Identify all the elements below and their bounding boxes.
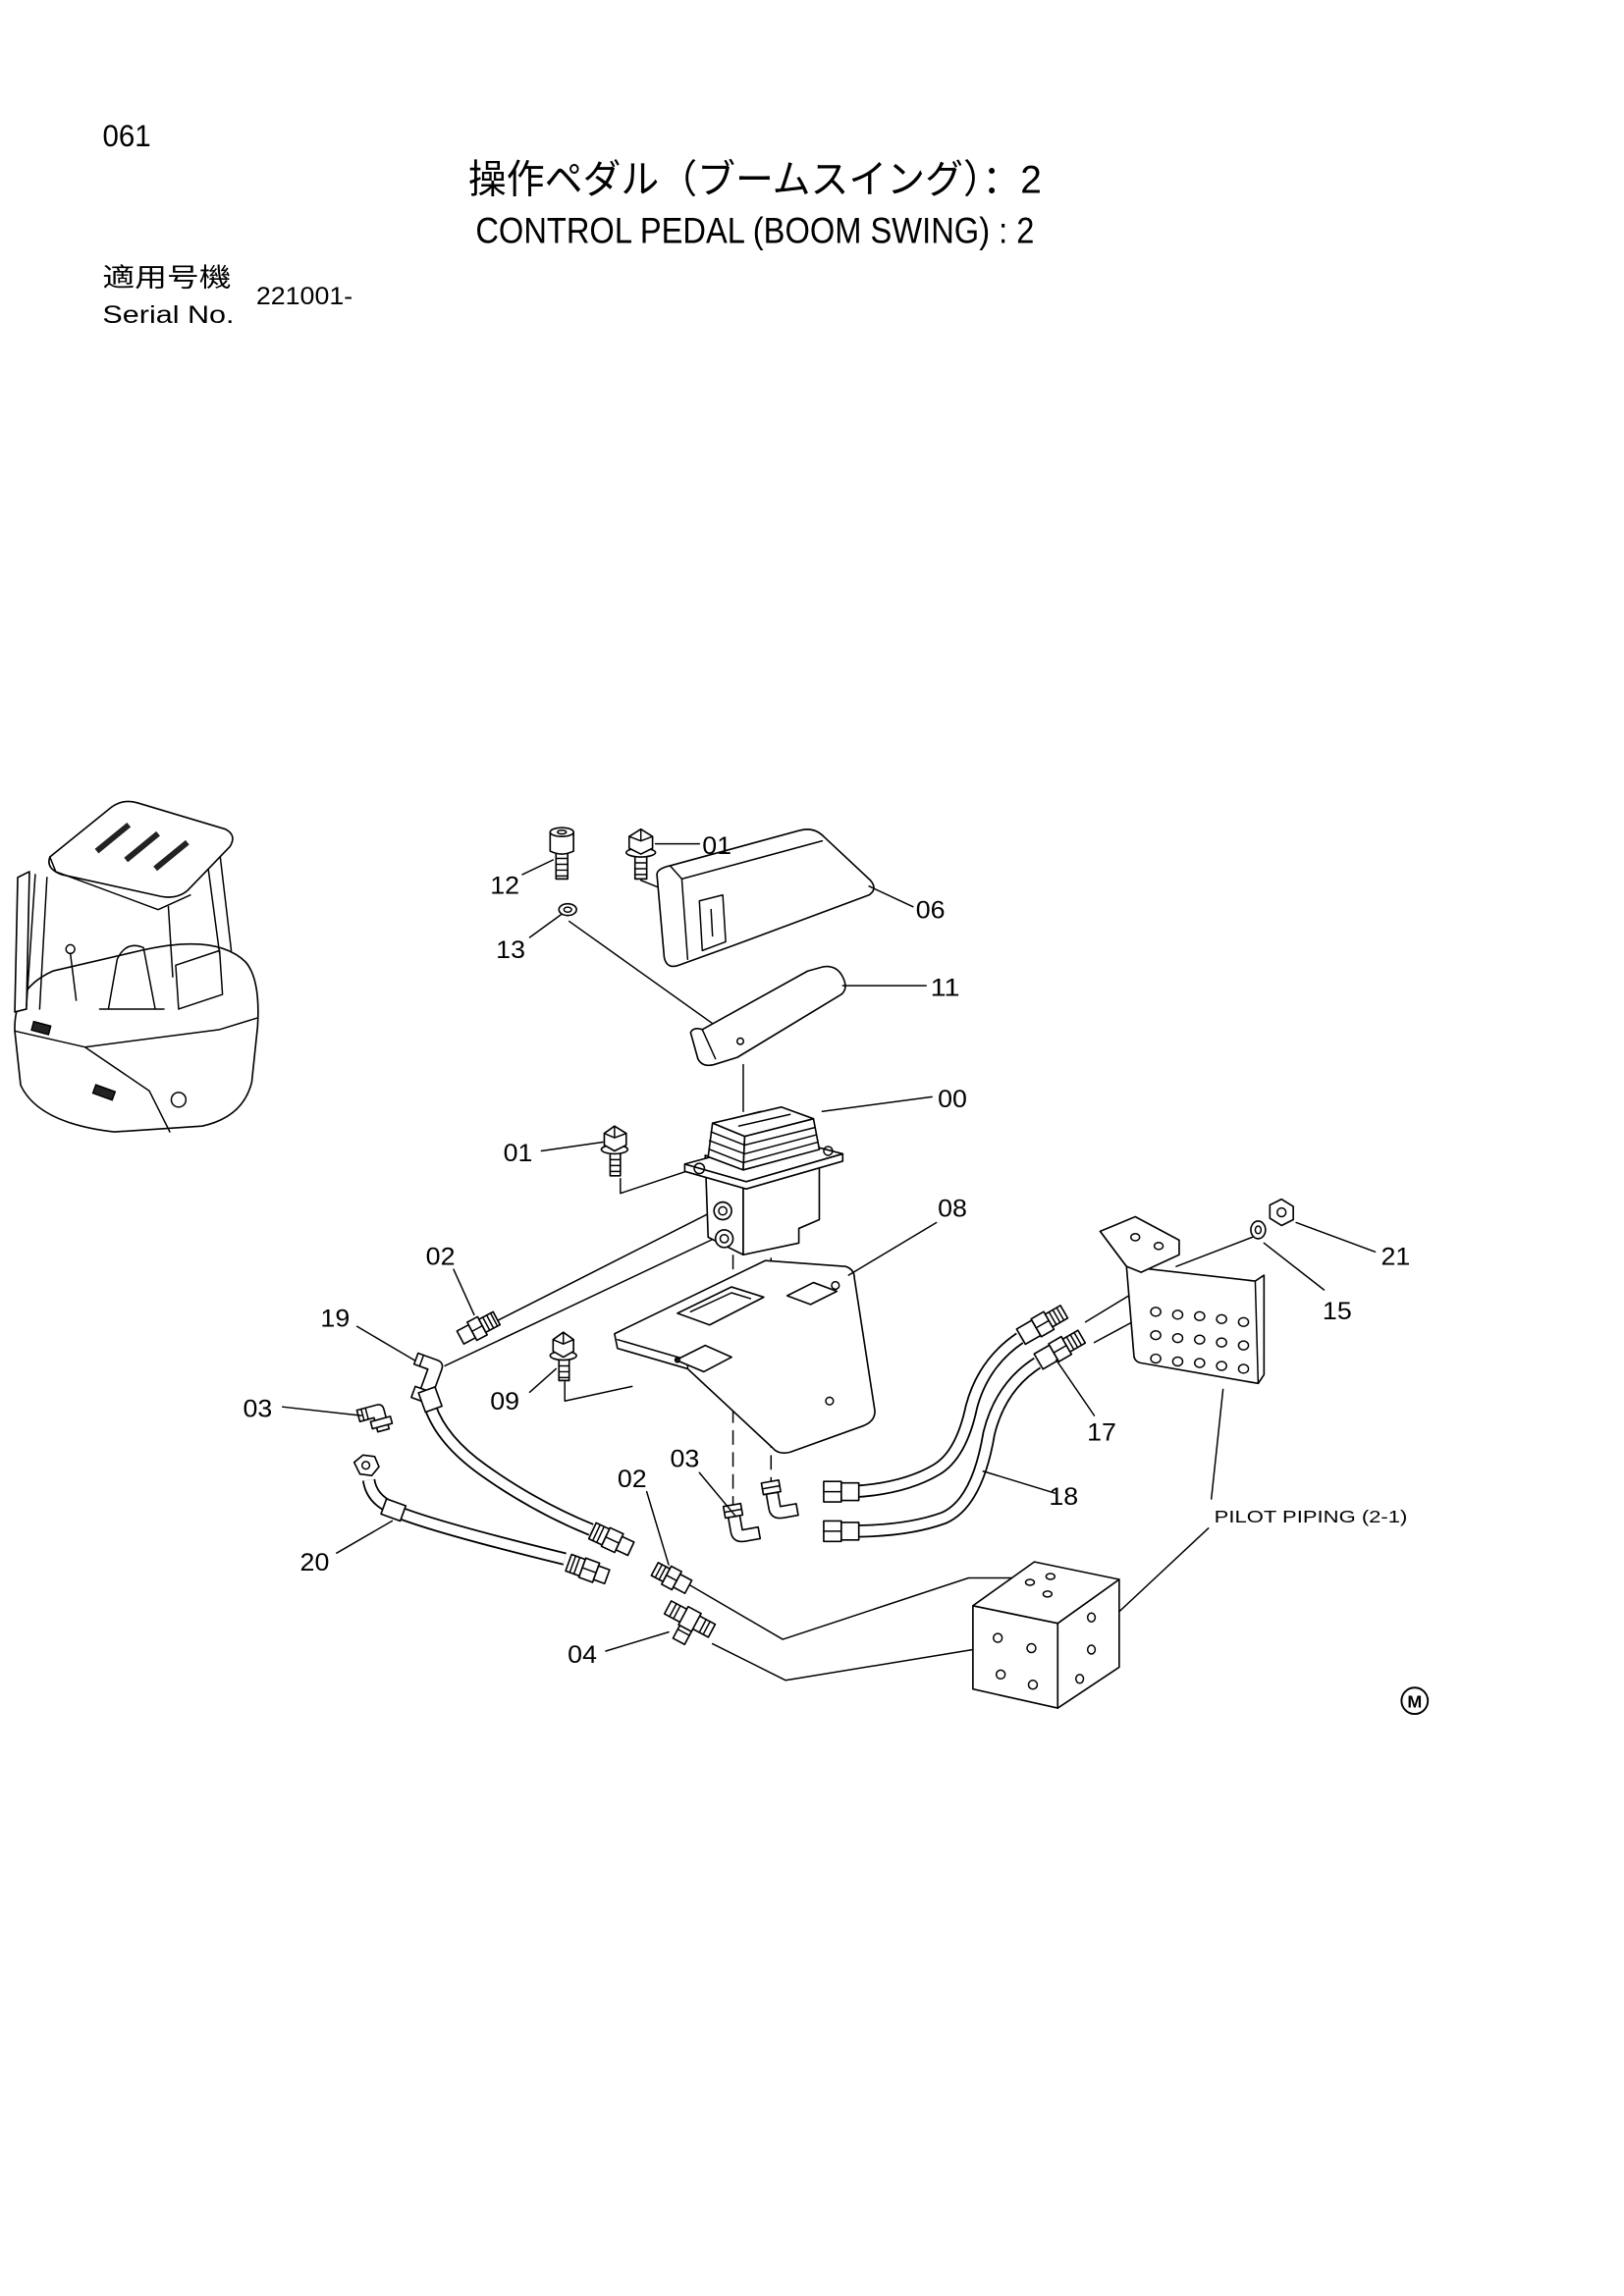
part-00-pedal-valve bbox=[683, 1105, 844, 1256]
part-03-elbow-center-2 bbox=[760, 1478, 799, 1520]
part-19-hose bbox=[410, 1352, 635, 1557]
title-english: CONTROL PEDAL (BOOM SWING) : 2 bbox=[475, 209, 1034, 250]
callout-15: 15 bbox=[1323, 1298, 1352, 1325]
part-01-flange-bolt-upper bbox=[624, 828, 657, 881]
leader-line bbox=[521, 859, 555, 876]
callout-19: 19 bbox=[320, 1305, 350, 1332]
bracket-holes bbox=[1150, 1307, 1250, 1374]
callout-17: 17 bbox=[1087, 1418, 1116, 1446]
part-20-hose bbox=[352, 1454, 611, 1585]
part-02-adapter-lower bbox=[650, 1562, 693, 1594]
leader-line bbox=[868, 885, 914, 908]
leader-line bbox=[605, 1630, 670, 1652]
leader-line bbox=[336, 1520, 394, 1554]
leader-line bbox=[1118, 1527, 1210, 1613]
callout-11: 11 bbox=[931, 975, 960, 1002]
leader-line bbox=[847, 1221, 938, 1276]
callout-08: 08 bbox=[938, 1196, 967, 1223]
callout-01-lower: 01 bbox=[504, 1140, 533, 1167]
part-17-hose bbox=[823, 1305, 1069, 1503]
page-number: 061 bbox=[102, 119, 150, 153]
callout-04: 04 bbox=[568, 1641, 597, 1669]
callout-02-upper: 02 bbox=[426, 1244, 456, 1271]
leader-line bbox=[1056, 1359, 1096, 1416]
part-09-flange-bolt bbox=[549, 1331, 577, 1382]
serial-number-value: 221001- bbox=[256, 283, 352, 310]
callout-01-upper: 01 bbox=[702, 832, 731, 860]
serial-label-english: Serial No. bbox=[102, 301, 234, 329]
part-06-cover bbox=[656, 828, 875, 968]
callout-18: 18 bbox=[1049, 1483, 1078, 1511]
leader-lines bbox=[281, 842, 1377, 1652]
part-12-socket-bolt bbox=[549, 827, 574, 881]
part-02-adapter-upper bbox=[456, 1310, 502, 1345]
circled-m-mark: M bbox=[1400, 1686, 1430, 1716]
part-18-hose bbox=[823, 1329, 1087, 1543]
callout-labels: 12 01 06 13 11 00 01 08 02 19 21 15 09 0… bbox=[243, 832, 1410, 1669]
excavator-thumbnail-icon bbox=[14, 800, 259, 1133]
callout-03-center: 03 bbox=[670, 1445, 699, 1472]
leader-line bbox=[698, 1471, 737, 1518]
callout-00: 00 bbox=[938, 1086, 967, 1113]
callout-13: 13 bbox=[496, 936, 525, 964]
leader-line bbox=[821, 1095, 933, 1112]
page-header: 061 操作ペダル（ブームスイング）：2 CONTROL PEDAL (BOOM… bbox=[102, 119, 1041, 329]
projection-lines bbox=[444, 880, 1254, 1682]
callout-06: 06 bbox=[916, 897, 946, 925]
leader-line bbox=[645, 1490, 670, 1566]
leader-line bbox=[982, 1470, 1056, 1494]
leader-line bbox=[528, 913, 563, 938]
callout-02-center: 02 bbox=[618, 1466, 647, 1493]
part-03-elbow-center bbox=[722, 1502, 762, 1543]
callout-09: 09 bbox=[490, 1388, 519, 1415]
title-japanese: 操作ペダル（ブームスイング）：2 bbox=[468, 158, 1042, 202]
callout-20: 20 bbox=[300, 1549, 330, 1576]
callout-03-left: 03 bbox=[243, 1396, 272, 1423]
part-21-nut bbox=[1269, 1198, 1294, 1227]
leader-line bbox=[1295, 1221, 1377, 1254]
serial-label-japanese: 適用号機 bbox=[102, 263, 231, 293]
pilot-piping-annotation: PILOT PIPING (2-1) bbox=[1215, 1507, 1408, 1526]
callout-21: 21 bbox=[1381, 1244, 1411, 1271]
part-04-tee bbox=[663, 1600, 717, 1646]
callout-12: 12 bbox=[490, 872, 519, 899]
part-11-plate bbox=[689, 965, 846, 1067]
leader-line bbox=[528, 1367, 558, 1394]
part-01-flange-bolt-lower bbox=[600, 1125, 629, 1177]
leader-line bbox=[540, 1141, 604, 1152]
part-08-bracket bbox=[614, 1259, 876, 1455]
leader-line bbox=[355, 1325, 415, 1362]
part-15-washer bbox=[1250, 1220, 1267, 1240]
leader-line bbox=[281, 1406, 362, 1416]
pilot-valve-block bbox=[972, 1561, 1120, 1709]
part-13-washer bbox=[558, 902, 577, 917]
leader-line bbox=[1263, 1242, 1326, 1291]
pilot-bracket-plate bbox=[1099, 1215, 1266, 1385]
part-03-elbow-left bbox=[355, 1404, 394, 1433]
leader-line bbox=[453, 1268, 475, 1316]
circled-m-letter: M bbox=[1407, 1691, 1422, 1711]
leader-line bbox=[1210, 1388, 1224, 1500]
